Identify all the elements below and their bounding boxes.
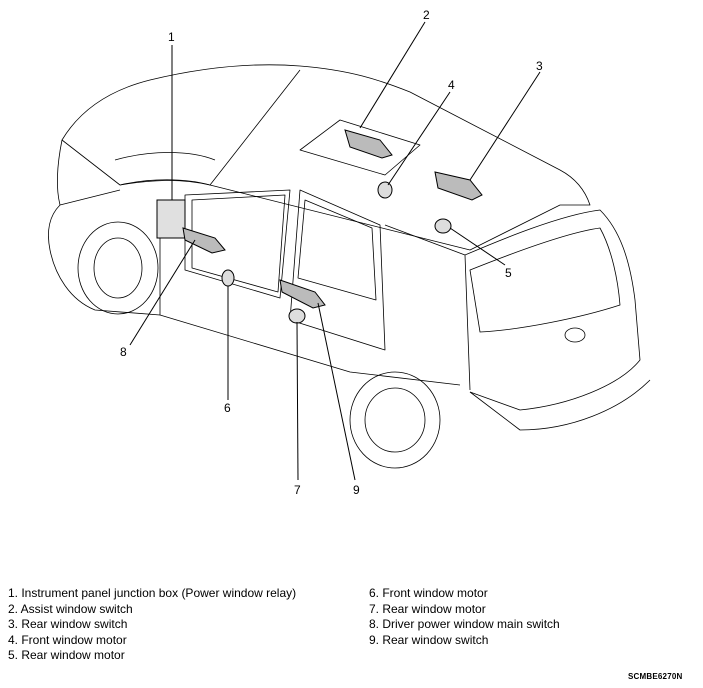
component-motor-7 [288, 308, 306, 324]
leader-line-3 [469, 71, 541, 181]
callout-8: 8 [120, 345, 127, 359]
callout-5: 5 [505, 266, 512, 280]
vehicle-component-diagram: 1 2 3 4 5 6 7 8 9 [48, 8, 651, 497]
callout-2: 2 [423, 8, 430, 22]
callout-numbers: 1 2 3 4 5 6 7 8 9 [120, 8, 543, 497]
vehicle-outline [48, 64, 651, 469]
legend-left-column: 1. Instrument panel junction box (Power … [8, 586, 296, 664]
leader-lines [129, 21, 541, 481]
callout-3: 3 [536, 59, 543, 73]
component-switch-2 [344, 129, 393, 159]
leader-line-7 [296, 321, 299, 481]
leader-line-8 [129, 239, 196, 346]
component-junction-box [156, 199, 186, 239]
callout-4: 4 [448, 78, 455, 92]
component-motor-5 [434, 218, 452, 234]
callout-1: 1 [168, 30, 175, 44]
callout-7: 7 [294, 483, 301, 497]
component-motor-4 [377, 181, 393, 199]
component-motor-6 [221, 269, 235, 287]
leader-line-5 [449, 227, 506, 266]
legend-item-7: 7. Rear window motor [369, 601, 486, 616]
callout-9: 9 [353, 483, 360, 497]
legend-item-4: 4. Front window motor [8, 632, 127, 647]
legend-item-2: 2. Assist window switch [8, 601, 133, 616]
legend-item-5: 5. Rear window motor [8, 648, 125, 662]
legend-item-3: 3. Rear window switch [8, 617, 128, 631]
legend-item-6: 6. Front window motor [369, 586, 488, 600]
callout-6: 6 [224, 401, 231, 415]
component-switch-8 [182, 227, 226, 254]
component-switch-3 [434, 171, 483, 201]
legend-right-column: 6. Front window motor 7. Rear window mot… [369, 586, 560, 648]
legend-item-9: 9. Rear window switch [369, 632, 489, 647]
leader-line-2 [359, 21, 426, 129]
legend-item-8: 8. Driver power window main switch [369, 617, 560, 631]
leader-line-4 [387, 91, 451, 186]
figure-code: SCMBE6270N [628, 672, 683, 681]
legend-item-1: 1. Instrument panel junction box (Power … [8, 586, 297, 600]
leader-line-9 [317, 302, 356, 481]
